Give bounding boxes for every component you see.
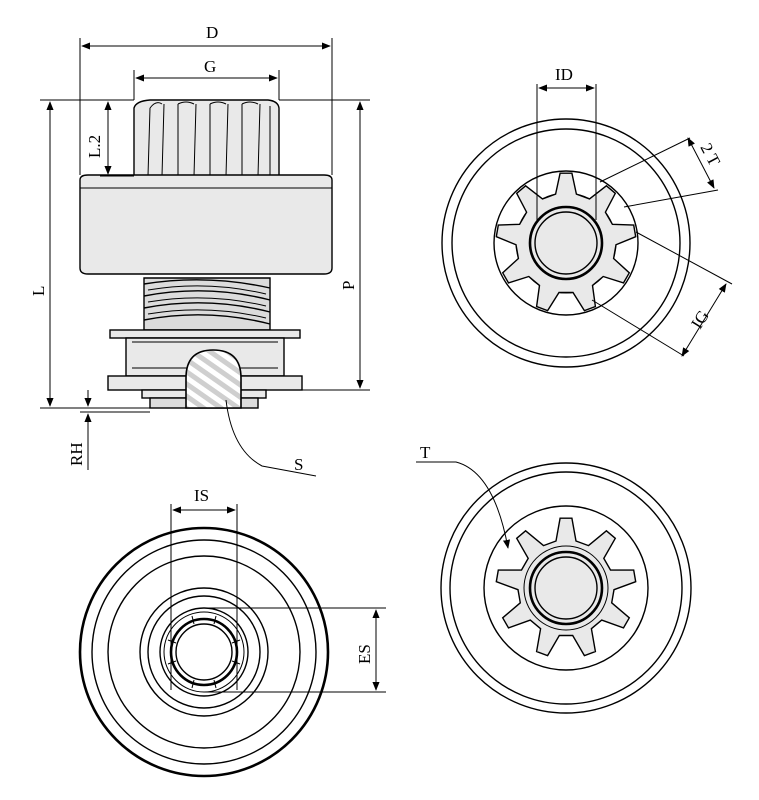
main-body bbox=[79, 174, 333, 275]
side-view bbox=[79, 99, 333, 409]
label-l2: L.2 bbox=[85, 135, 104, 158]
pinion-teeth bbox=[133, 99, 280, 177]
label-rh: RH bbox=[67, 442, 86, 466]
label-is: IS bbox=[194, 486, 209, 505]
side-view-dimensions: D G L.2 L P RH S bbox=[29, 23, 370, 477]
label-p: P bbox=[339, 281, 358, 290]
section-s-hatched bbox=[185, 349, 242, 409]
pinion-gear-bottom bbox=[495, 517, 637, 657]
dim-line-2t bbox=[687, 137, 715, 189]
label-id: ID bbox=[555, 65, 573, 84]
spring bbox=[143, 277, 271, 331]
label-s: S bbox=[294, 455, 303, 474]
leader-t bbox=[416, 461, 511, 549]
leader-s bbox=[225, 399, 317, 477]
label-d: D bbox=[206, 23, 218, 42]
front-view-top bbox=[441, 118, 691, 368]
front-view-bottom-dimensions: T bbox=[416, 443, 511, 549]
inner-splines bbox=[167, 615, 241, 689]
rear-view bbox=[78, 526, 330, 778]
rear-view-dimensions: IS ES bbox=[170, 486, 386, 693]
pinion-gear-top bbox=[495, 172, 637, 312]
label-t: T bbox=[420, 443, 431, 462]
label-g: G bbox=[204, 57, 216, 76]
label-l: L bbox=[29, 286, 48, 296]
dim-line-ig bbox=[681, 283, 727, 357]
label-2t: 2 T bbox=[696, 140, 724, 170]
front-view-bottom bbox=[440, 462, 692, 714]
label-es: ES bbox=[355, 644, 374, 664]
label-ig: IG bbox=[687, 307, 713, 332]
